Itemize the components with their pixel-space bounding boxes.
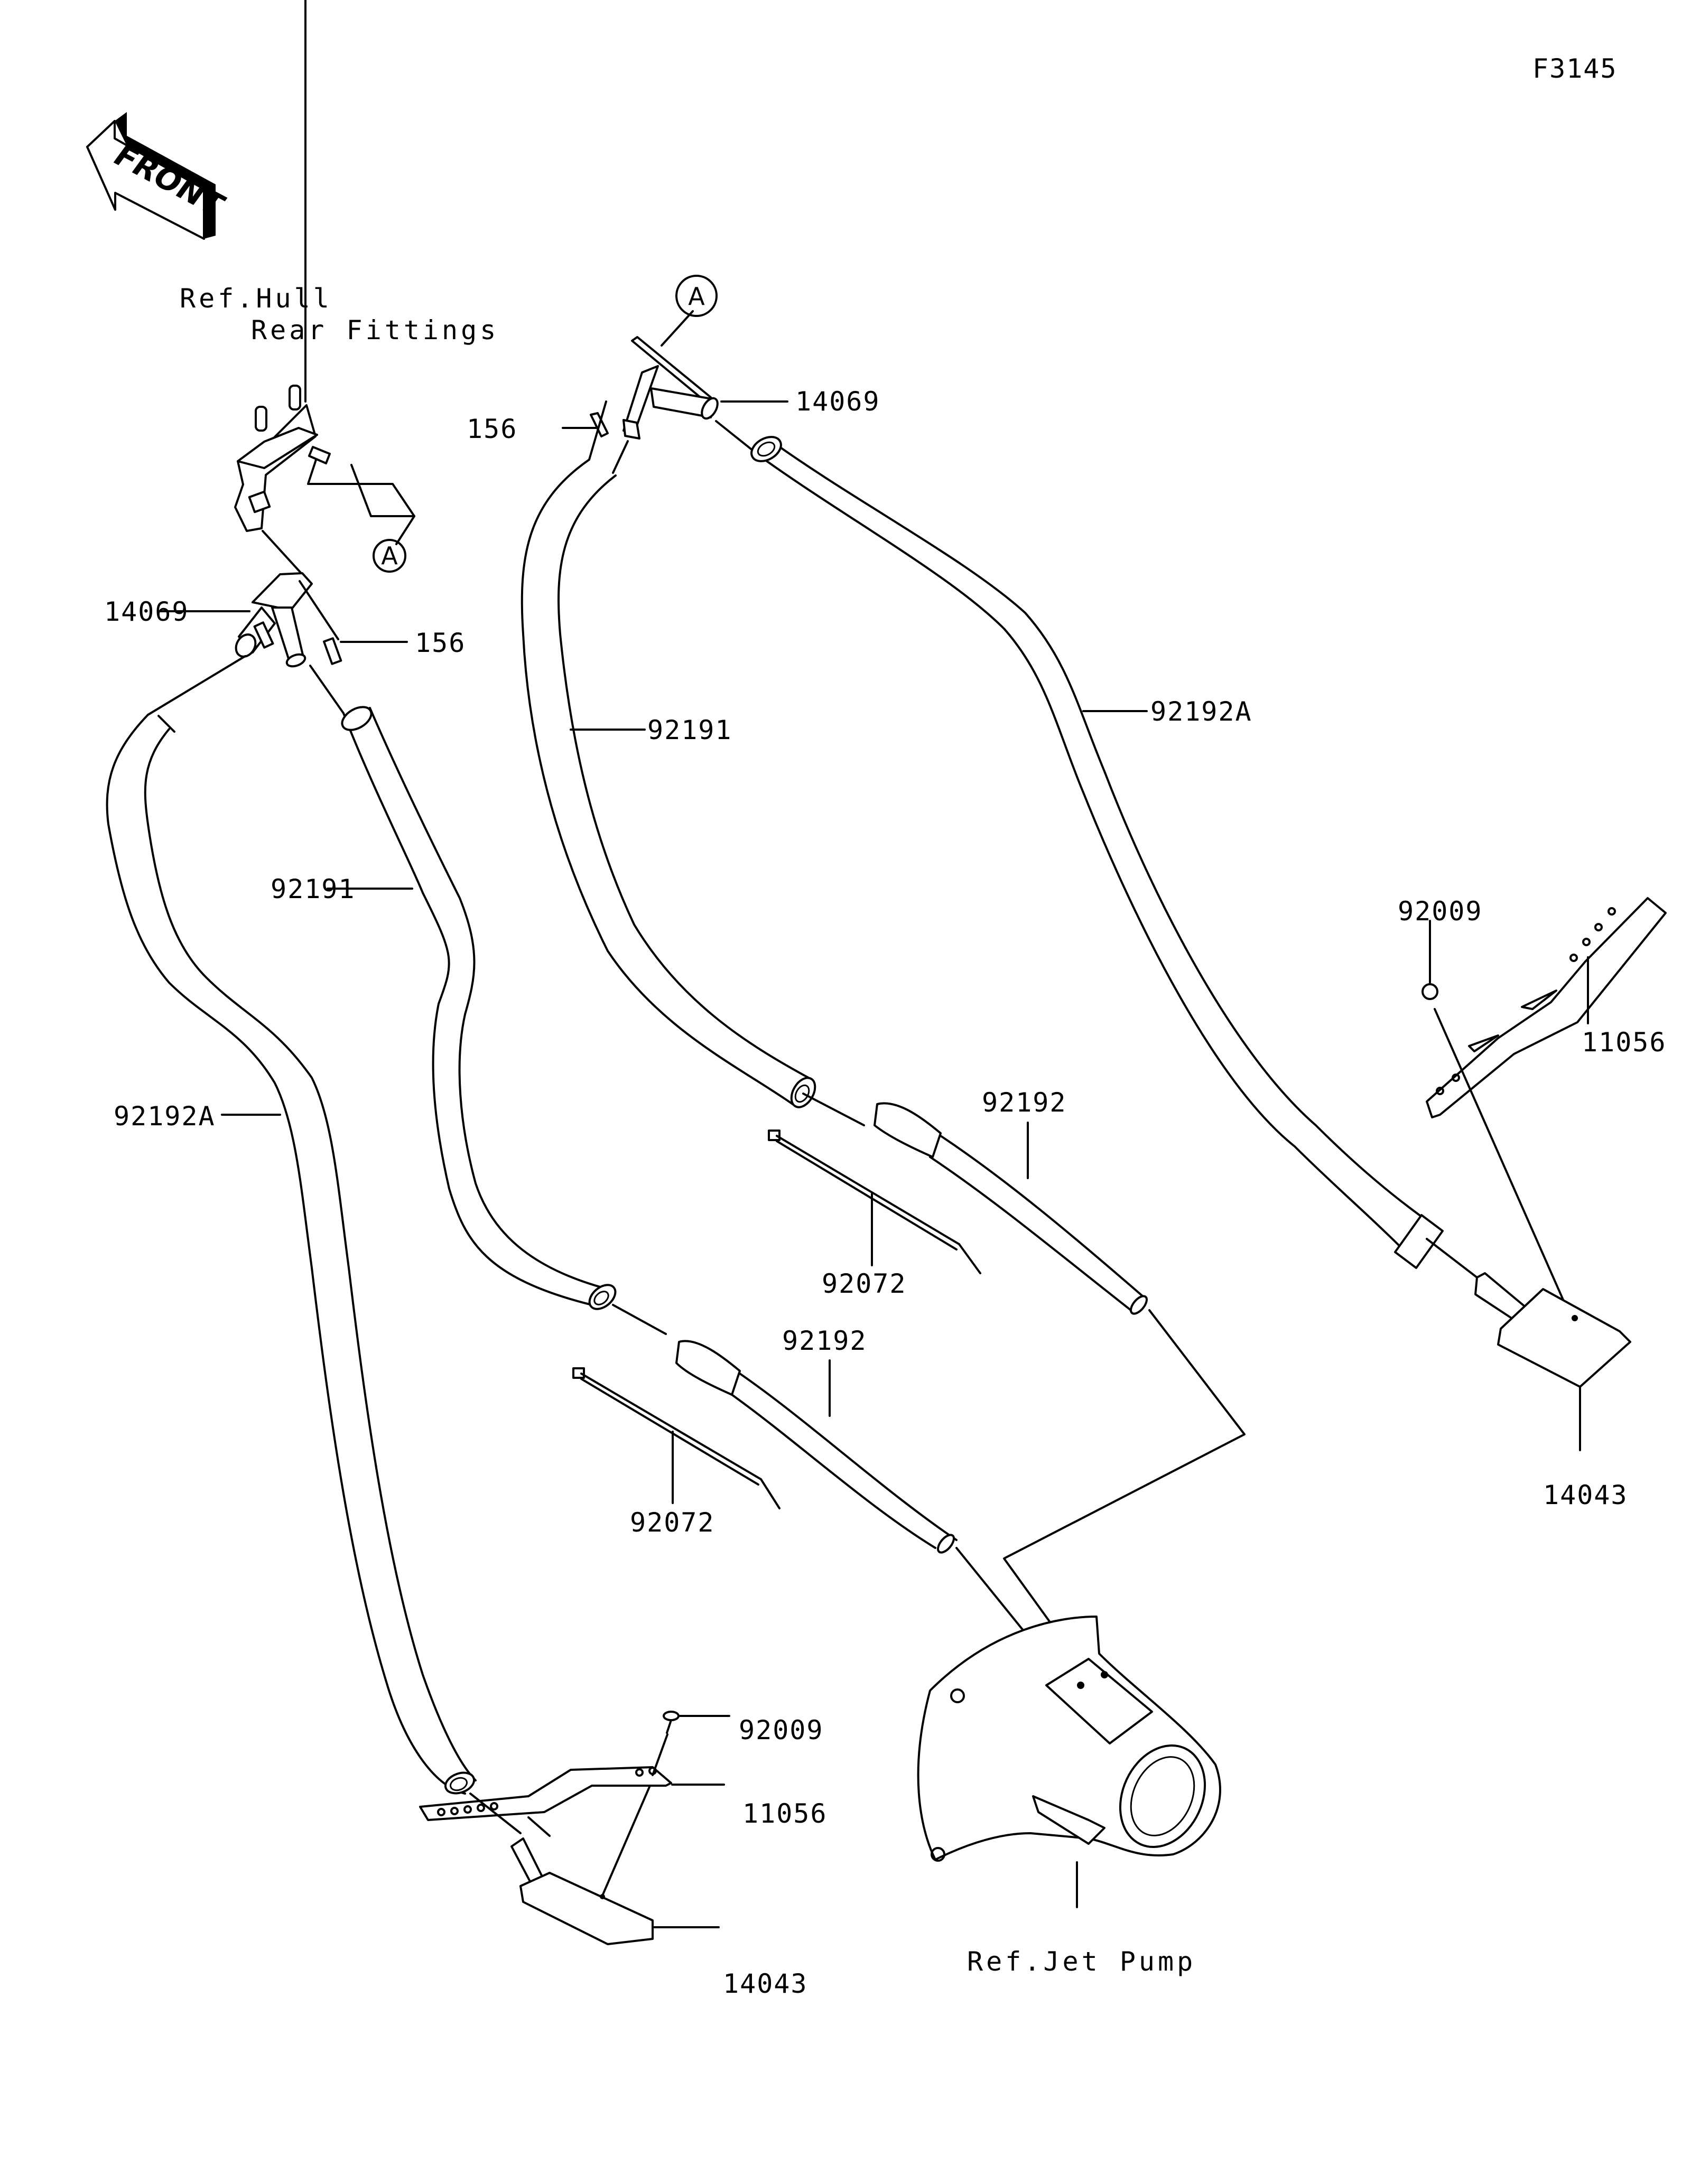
callout-92191-left[interactable]: 92191: [271, 874, 356, 904]
ref-hull-label: Ref.Hull: [180, 283, 332, 314]
callout-156-top[interactable]: 156: [467, 414, 518, 444]
callout-11056-bottom[interactable]: 11056: [742, 1798, 828, 1829]
hose-92192-lower: [675, 1340, 958, 1554]
hull-rear-fittings-bracket: [234, 0, 415, 532]
hose-92192a-left: [106, 714, 477, 1795]
bilge-pickup-14043-right: [1474, 1272, 1631, 1451]
hose-92191-left: [327, 706, 667, 1335]
callout-92192-lower[interactable]: 92192: [782, 1326, 867, 1356]
cable-tie-92072-lower: [572, 1367, 781, 1509]
bracket-11056-right: [1421, 897, 1667, 1327]
callout-92009-bottom[interactable]: 92009: [739, 1715, 824, 1746]
callout-156-left[interactable]: 156: [415, 628, 466, 658]
t-fitting-14069-top: A: [562, 275, 788, 474]
ref-jet-pump-label: Ref.Jet Pump: [967, 1946, 1196, 1977]
t-fitting-14069-left: [147, 530, 408, 716]
callout-92009-right[interactable]: 92009: [1398, 896, 1483, 927]
bilge-pickup-14043-bottom: [469, 1785, 720, 1945]
callout-14069-top[interactable]: 14069: [795, 386, 880, 417]
callout-92192a-right[interactable]: 92192A: [1150, 696, 1252, 727]
marker-a-top-text: A: [688, 282, 705, 311]
callout-14069-left[interactable]: 14069: [104, 596, 189, 627]
callout-11056-right[interactable]: 11056: [1582, 1027, 1667, 1058]
callout-92072-upper[interactable]: 92072: [822, 1268, 907, 1299]
hose-92192-upper: [874, 1102, 1148, 1315]
leader-to-jet-pump: [1003, 1309, 1246, 1655]
callout-92072-lower[interactable]: 92072: [630, 1507, 715, 1538]
marker-a-left-text: A: [381, 542, 398, 570]
connection-marker-a-left: A: [373, 515, 415, 573]
hose-92191-upper: [521, 459, 865, 1126]
cable-tie-92072-upper: [768, 1130, 981, 1274]
callout-92192-upper[interactable]: 92192: [982, 1087, 1067, 1118]
figure-id: F3145: [1532, 53, 1618, 84]
front-direction-arrow-icon: FRONT: [86, 112, 231, 240]
callout-92191-upper[interactable]: 92191: [647, 715, 732, 745]
hose-92192a-right: [750, 436, 1478, 1278]
bracket-11056-bottom: [419, 1711, 730, 1837]
jet-pump-housing: [917, 1616, 1221, 1908]
ref-rear-fittings-label: Rear Fittings: [251, 315, 499, 346]
callout-14043-bottom[interactable]: 14043: [723, 1968, 808, 1999]
callout-14043-right[interactable]: 14043: [1543, 1480, 1628, 1510]
callout-92192a-left[interactable]: 92192A: [114, 1101, 216, 1132]
